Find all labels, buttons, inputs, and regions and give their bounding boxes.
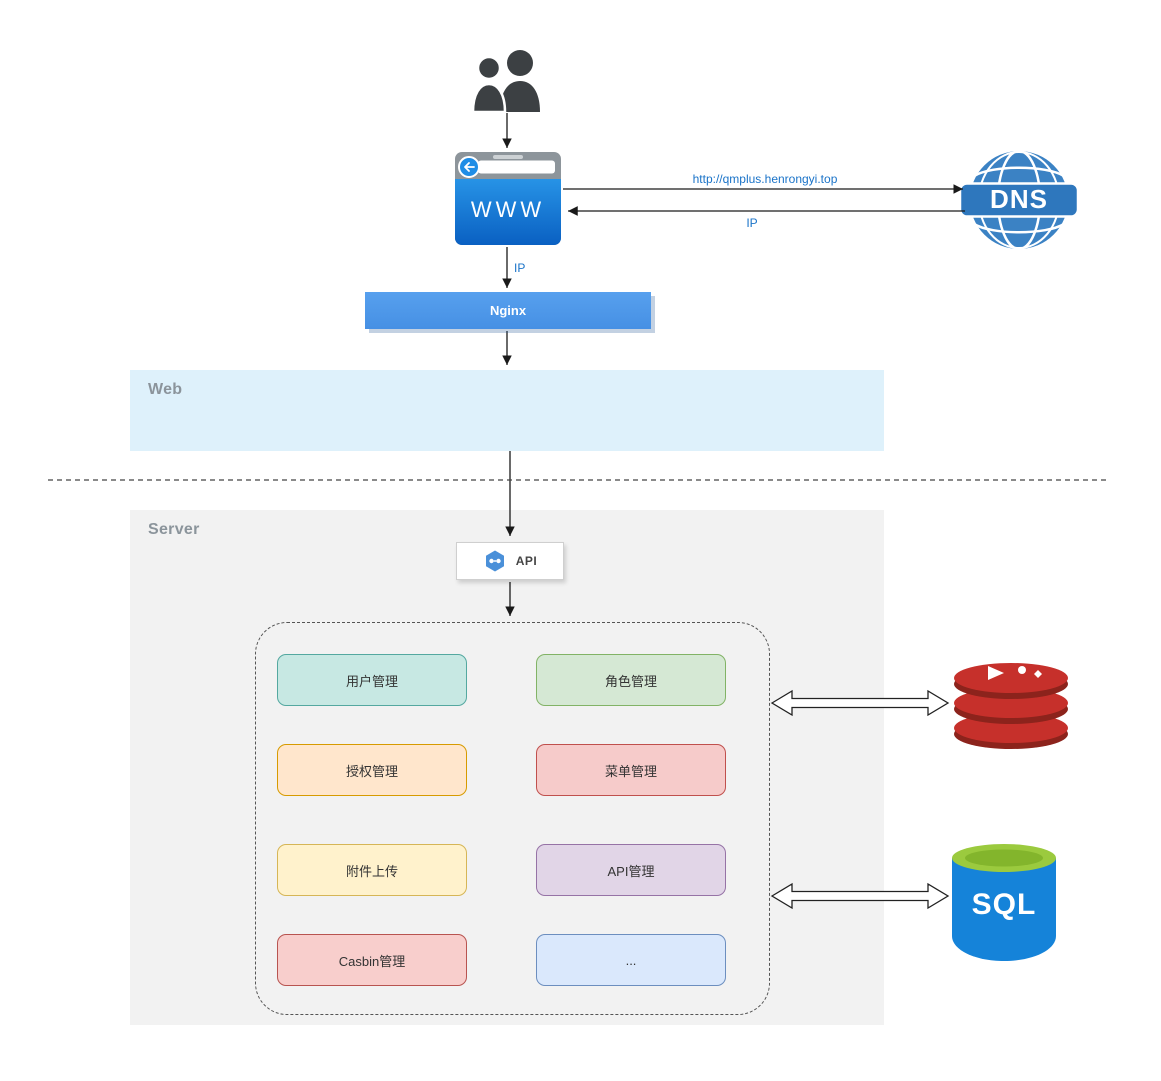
edge-label-dns-request: http://qmplus.henrongyi.top [692,172,838,186]
module-ellipsis: ... [536,934,726,986]
module-label: 菜单管理 [604,763,657,779]
users-icon [471,50,540,114]
api-node: API [456,542,564,580]
module-label: Casbin管理 [338,953,406,969]
api-label: API [515,554,538,568]
web-region-label: Web [148,381,183,398]
redis-icon [954,663,1068,749]
back-arrow-icon [458,156,480,178]
sql-cylinder-label: SQL [971,888,1037,921]
edge-label-dns-response-ip: IP [746,216,758,230]
module-label: 用户管理 [345,673,398,689]
module-label: 角色管理 [604,673,657,689]
module-menu-management: 菜单管理 [536,744,726,796]
nginx-label: Nginx [489,303,527,318]
api-hexagon-icon [485,550,504,572]
server-region-label: Server [148,521,200,538]
module-user-management: 用户管理 [277,654,467,706]
edge-label-browser-ip: IP [514,261,526,275]
module-role-management: 角色管理 [536,654,726,706]
web-region [130,370,884,451]
nginx-node: Nginx [365,292,651,329]
module-attachment-upload: 附件上传 [277,844,467,896]
module-label: 附件上传 [345,863,398,879]
modules-container [255,622,770,1015]
module-api-management: API管理 [536,844,726,896]
module-label: API管理 [607,863,655,879]
module-casbin-management: Casbin管理 [277,934,467,986]
dns-banner-label: DNS [990,184,1048,214]
module-label: ... [625,952,637,968]
module-authorization-management: 授权管理 [277,744,467,796]
browser-www-label: WWW [470,197,546,222]
module-label: 授权管理 [345,763,398,779]
